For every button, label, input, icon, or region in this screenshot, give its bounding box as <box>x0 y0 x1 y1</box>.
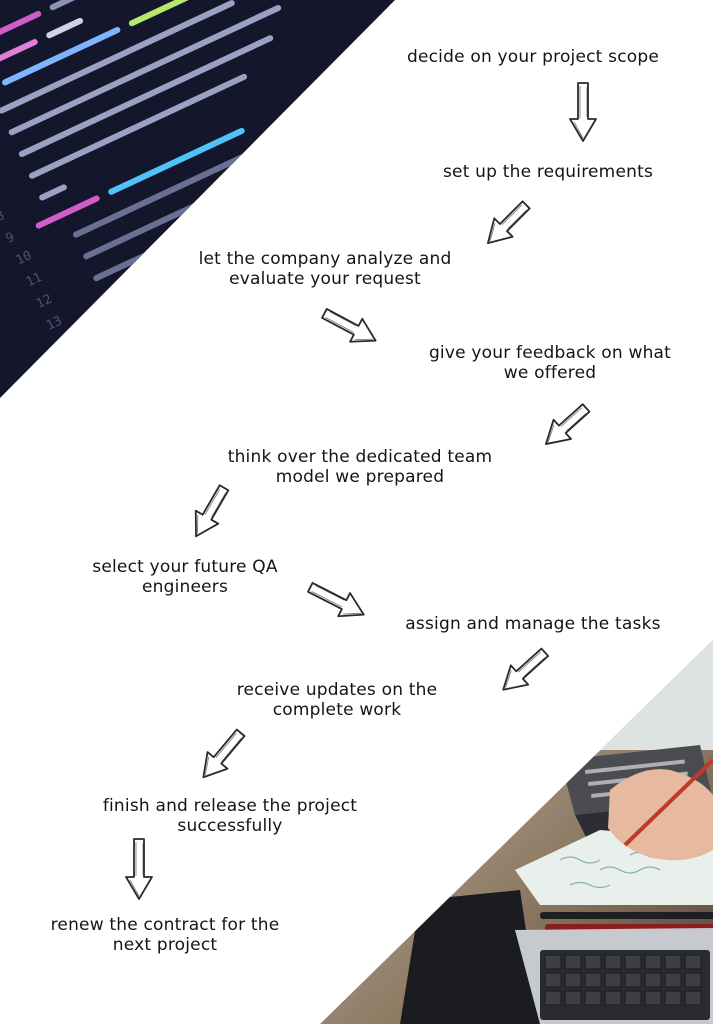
step-line: assign and manage the tasks <box>405 614 661 634</box>
arrow-scope-to-requirements <box>569 82 597 142</box>
step-line: successfully <box>177 816 283 836</box>
step-line: set up the requirements <box>442 162 653 182</box>
flow-arrows <box>125 82 597 900</box>
step-line: think over the dedicated team <box>227 447 493 467</box>
step-line: renew the contract for the <box>50 915 280 935</box>
step-receive-updates: receive updates on the complete work <box>197 680 477 720</box>
arrow-requirements-to-analyze <box>487 200 531 244</box>
step-line: receive updates on the <box>236 680 438 700</box>
arrow-select-qa-to-tasks <box>307 582 365 618</box>
step-company-analyze: let the company analyze and evaluate you… <box>160 249 490 289</box>
code-line-number: 10 <box>14 248 35 268</box>
step-line: complete work <box>272 700 402 720</box>
code-line-number: 15 <box>64 357 85 377</box>
step-renew-contract: renew the contract for the next project <box>20 915 310 955</box>
arrow-tasks-to-updates <box>502 647 550 691</box>
step-line: model we prepared <box>275 467 445 487</box>
step-line: we offered <box>503 363 597 383</box>
arrow-release-to-renew <box>125 838 153 900</box>
code-line-number: 11 <box>24 270 45 290</box>
code-line-number: 12 <box>34 292 55 312</box>
step-select-qa-engineers: select your future QA engineers <box>55 557 315 597</box>
front-laptop <box>400 890 713 1024</box>
arrow-updates-to-release <box>202 728 246 779</box>
step-line: decide on your project scope <box>406 47 660 67</box>
step-line: let the company analyze and <box>198 249 452 269</box>
code-line-number: 18 <box>95 422 116 442</box>
code-line-number: 13 <box>44 313 65 333</box>
arrow-team-model-to-select-qa <box>194 484 230 538</box>
step-think-over-team-model: think over the dedicated team model we p… <box>195 447 525 487</box>
step-line: next project <box>112 935 218 955</box>
code-line-number: 19 <box>105 444 126 464</box>
hand-with-pencil <box>608 758 713 861</box>
step-give-feedback: give your feedback on what we offered <box>390 343 710 383</box>
code-line-number: 20 <box>115 466 136 486</box>
step-finish-release: finish and release the project successfu… <box>70 796 390 836</box>
step-line: engineers <box>141 577 229 597</box>
step-line: evaluate your request <box>229 269 421 289</box>
step-line: select your future QA <box>92 557 278 577</box>
code-line-number: 17 <box>85 401 106 421</box>
code-line-number: 16 <box>75 379 96 399</box>
arrow-feedback-to-team-model <box>545 403 591 445</box>
step-line: finish and release the project <box>102 796 358 816</box>
code-line-number: 8 <box>0 208 7 225</box>
step-set-requirements: set up the requirements <box>403 162 693 182</box>
arrow-analyze-to-feedback <box>321 308 377 343</box>
step-decide-scope: decide on your project scope <box>378 47 688 67</box>
step-line: give your feedback on what <box>428 343 672 363</box>
code-screen-photo: 1234567891011121314151617181920 <box>0 0 395 486</box>
step-assign-tasks: assign and manage the tasks <box>378 614 688 634</box>
